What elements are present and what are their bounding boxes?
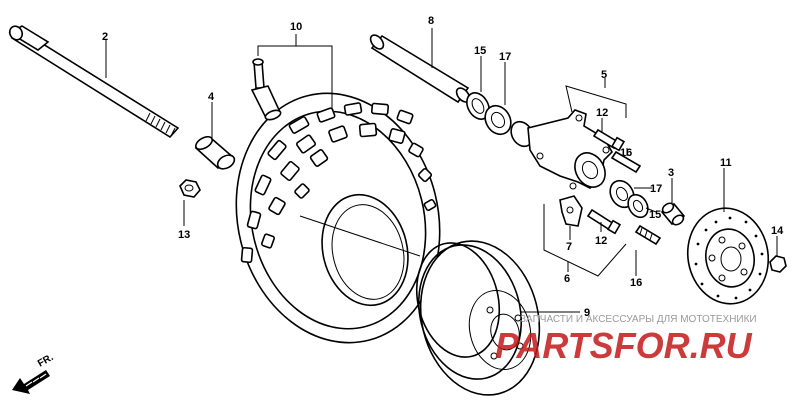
axle-part (8, 25, 180, 139)
callout-17-upper: 17 (499, 51, 511, 63)
collar-part (194, 135, 236, 170)
callout-11: 11 (720, 157, 732, 169)
callout-9: 9 (584, 307, 590, 319)
front-direction-indicator: FR. (12, 352, 56, 394)
valve-stem-part (250, 58, 282, 121)
bearing-part (484, 104, 512, 136)
tire-part (235, 92, 441, 344)
brake-disc-part (686, 207, 770, 305)
front-arrow-icon (12, 370, 50, 394)
callout-16-upper: 16 (620, 147, 632, 159)
callout-labels: 2 10 8 4 15 17 5 12 16 3 11 17 15 13 7 1… (102, 15, 784, 319)
callout-4: 4 (208, 91, 215, 103)
leader-lines (105, 28, 778, 313)
callout-15-upper: 15 (474, 45, 486, 57)
disc-nut-part (769, 255, 787, 273)
callout-3: 3 (668, 167, 674, 179)
axle-nut-part (179, 179, 201, 198)
callout-10: 10 (290, 21, 302, 33)
callout-15-lower: 15 (649, 209, 661, 221)
callout-8: 8 (428, 15, 434, 27)
stud-part (610, 150, 642, 174)
bolt-part (592, 128, 626, 152)
watermark: ЗАПЧАСТИ И АКСЕССУАРЫ ДЛЯ МОТОТЕХНИКИ PA… (495, 314, 757, 366)
stud-part-lower (634, 224, 662, 246)
oil-seal-part-lower (627, 193, 649, 219)
callout-16-lower: 16 (630, 277, 642, 289)
lock-plate-part (559, 195, 583, 227)
bolt-part-lower (586, 208, 622, 235)
callout-12-upper: 12 (596, 107, 608, 119)
callout-2: 2 (102, 31, 108, 43)
callout-5: 5 (601, 69, 607, 81)
wheel-hub-part (510, 109, 613, 190)
rim-part (415, 240, 541, 396)
watermark-logo: PARTSFOR.RU (495, 325, 753, 366)
spacer-tube-part (369, 34, 471, 104)
callout-13: 13 (178, 229, 190, 241)
callout-12-lower: 12 (595, 235, 607, 247)
callout-7: 7 (566, 241, 572, 253)
callout-17-lower: 17 (650, 183, 662, 195)
side-collar-part (660, 202, 686, 226)
tire-tread (240, 102, 437, 264)
callout-6: 6 (564, 273, 570, 285)
front-label: FR. (36, 352, 56, 370)
callout-14: 14 (771, 225, 784, 237)
watermark-tagline: ЗАПЧАСТИ И АКСЕССУАРЫ ДЛЯ МОТОТЕХНИКИ (520, 314, 757, 325)
